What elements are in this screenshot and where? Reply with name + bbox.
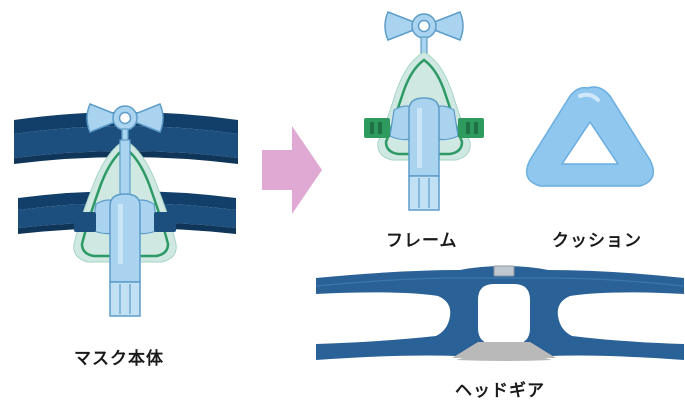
frame-label: フレーム	[386, 231, 458, 251]
right-arrow-icon	[262, 126, 322, 214]
top-connector	[86, 103, 164, 144]
mask-frame-bar	[109, 139, 141, 317]
headgear-part	[315, 265, 685, 361]
cushion-part	[525, 86, 655, 187]
frame-part	[364, 11, 484, 211]
cushion-label: クッション	[552, 231, 642, 251]
mask-assembly	[14, 103, 238, 317]
headgear-label: ヘッドギア	[455, 381, 545, 401]
mask-body-label: マスク本体	[74, 349, 164, 369]
right-clip-icon	[458, 118, 484, 138]
left-clip-icon	[364, 118, 390, 138]
